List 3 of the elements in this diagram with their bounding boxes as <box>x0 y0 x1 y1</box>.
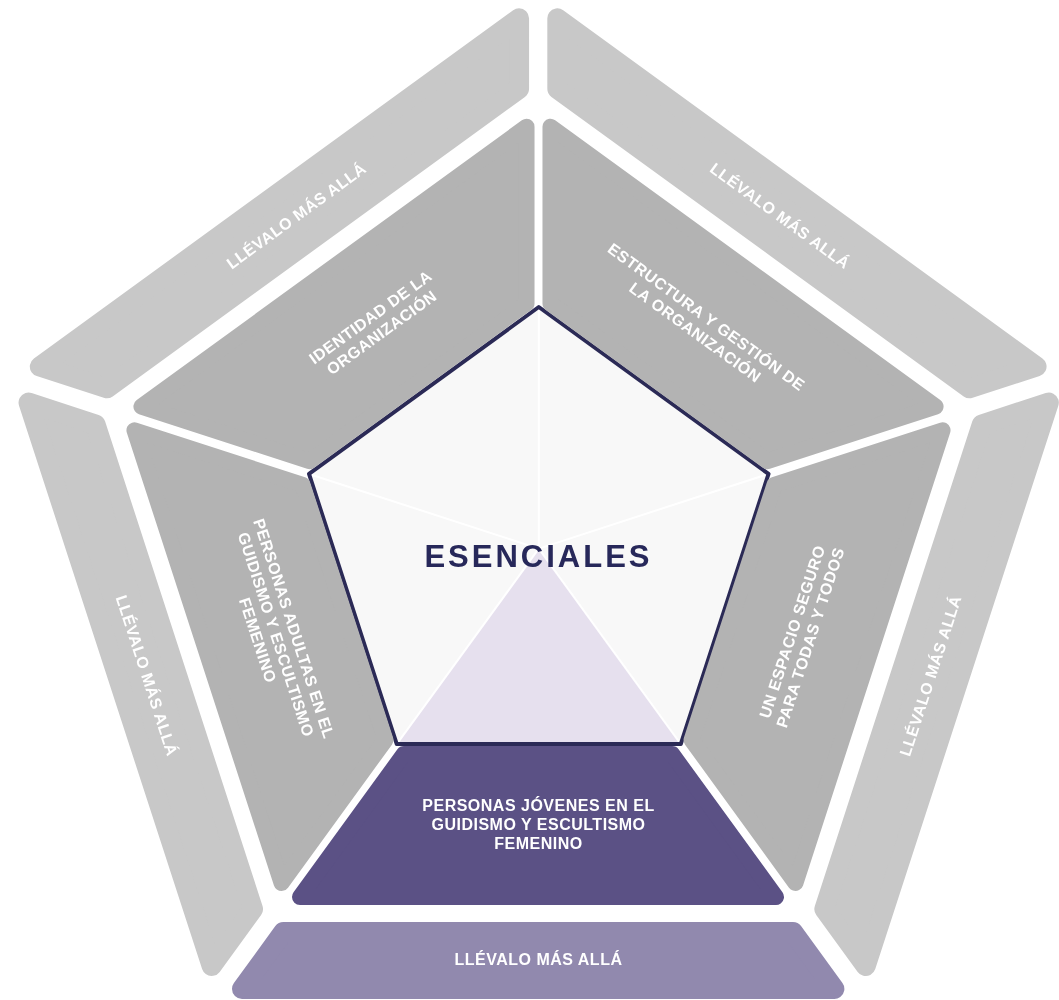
center-title: ESENCIALES <box>424 538 653 576</box>
segment-label: PERSONAS JÓVENES EN EL GUIDISMO Y ESCULTISMO FEMENINO <box>421 796 656 854</box>
segment-label: LLÉVALO MÁS ALLÁ <box>453 950 624 970</box>
